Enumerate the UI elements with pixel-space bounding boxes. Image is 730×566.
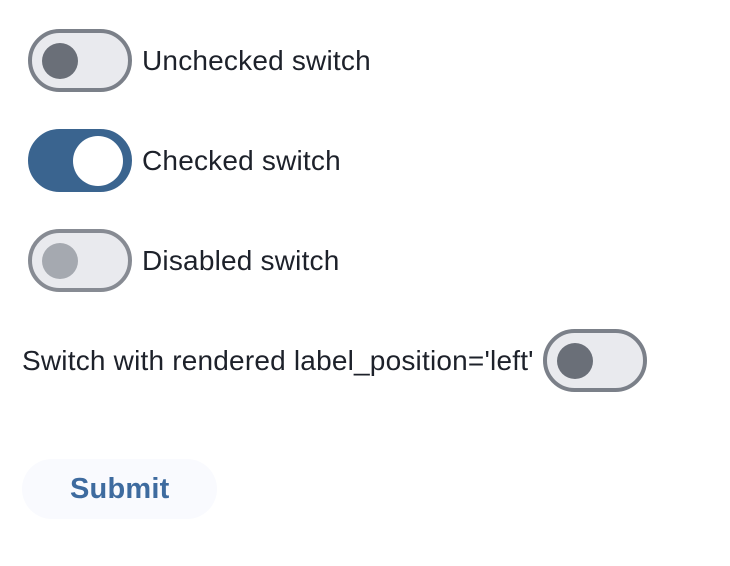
checked-switch-toggle[interactable] <box>28 129 132 192</box>
submit-button[interactable]: Submit <box>22 459 218 519</box>
disabled-switch-toggle <box>28 229 132 292</box>
unchecked-switch-toggle[interactable] <box>28 29 132 92</box>
switch-row-left-label: Switch with rendered label_position='lef… <box>22 329 730 392</box>
left-label-switch-label: Switch with rendered label_position='lef… <box>22 344 534 376</box>
unchecked-switch-label: Unchecked switch <box>142 44 371 76</box>
switch-row-unchecked: Unchecked switch <box>22 29 730 92</box>
disabled-switch-label: Disabled switch <box>142 244 340 276</box>
switch-thumb <box>73 135 123 186</box>
switch-row-disabled: Disabled switch <box>22 229 730 292</box>
switch-thumb <box>556 342 593 379</box>
checked-switch-label: Checked switch <box>142 144 341 176</box>
left-label-switch-toggle[interactable] <box>542 329 647 392</box>
switch-thumb <box>42 42 78 79</box>
switch-thumb <box>42 242 78 279</box>
switch-row-checked: Checked switch <box>22 129 730 192</box>
